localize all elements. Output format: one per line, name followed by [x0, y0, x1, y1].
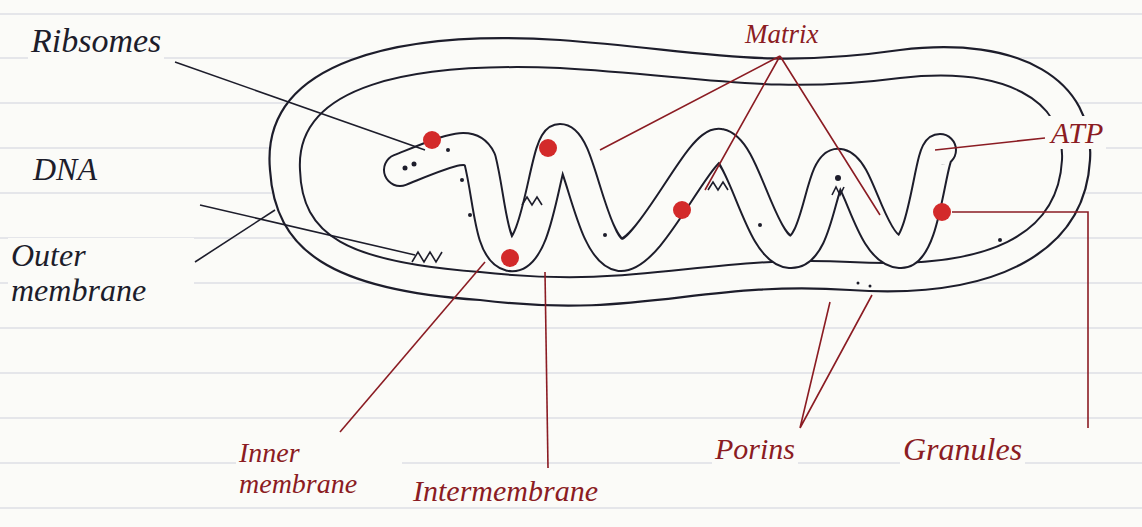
part-label: Ribsomes: [28, 22, 164, 59]
part-label: Porins: [712, 432, 798, 465]
leader-lines: [175, 56, 1088, 468]
part-label: Matrix: [742, 20, 822, 50]
ribosome-dots: [403, 148, 1003, 288]
part-label: Outer membrane: [8, 238, 194, 308]
dna-strands: [412, 182, 844, 262]
part-label: ATP: [1048, 116, 1106, 149]
part-label: Granules: [900, 432, 1025, 467]
inner-membrane: [300, 67, 1062, 277]
ruled-lines: [0, 14, 1142, 508]
part-label: Inner membrane: [236, 438, 402, 500]
outer-membrane: [269, 38, 1090, 305]
part-label: DNA: [30, 152, 100, 187]
granules: [423, 131, 951, 267]
cristae: [400, 140, 940, 255]
part-label: Intermembrane: [410, 474, 601, 507]
